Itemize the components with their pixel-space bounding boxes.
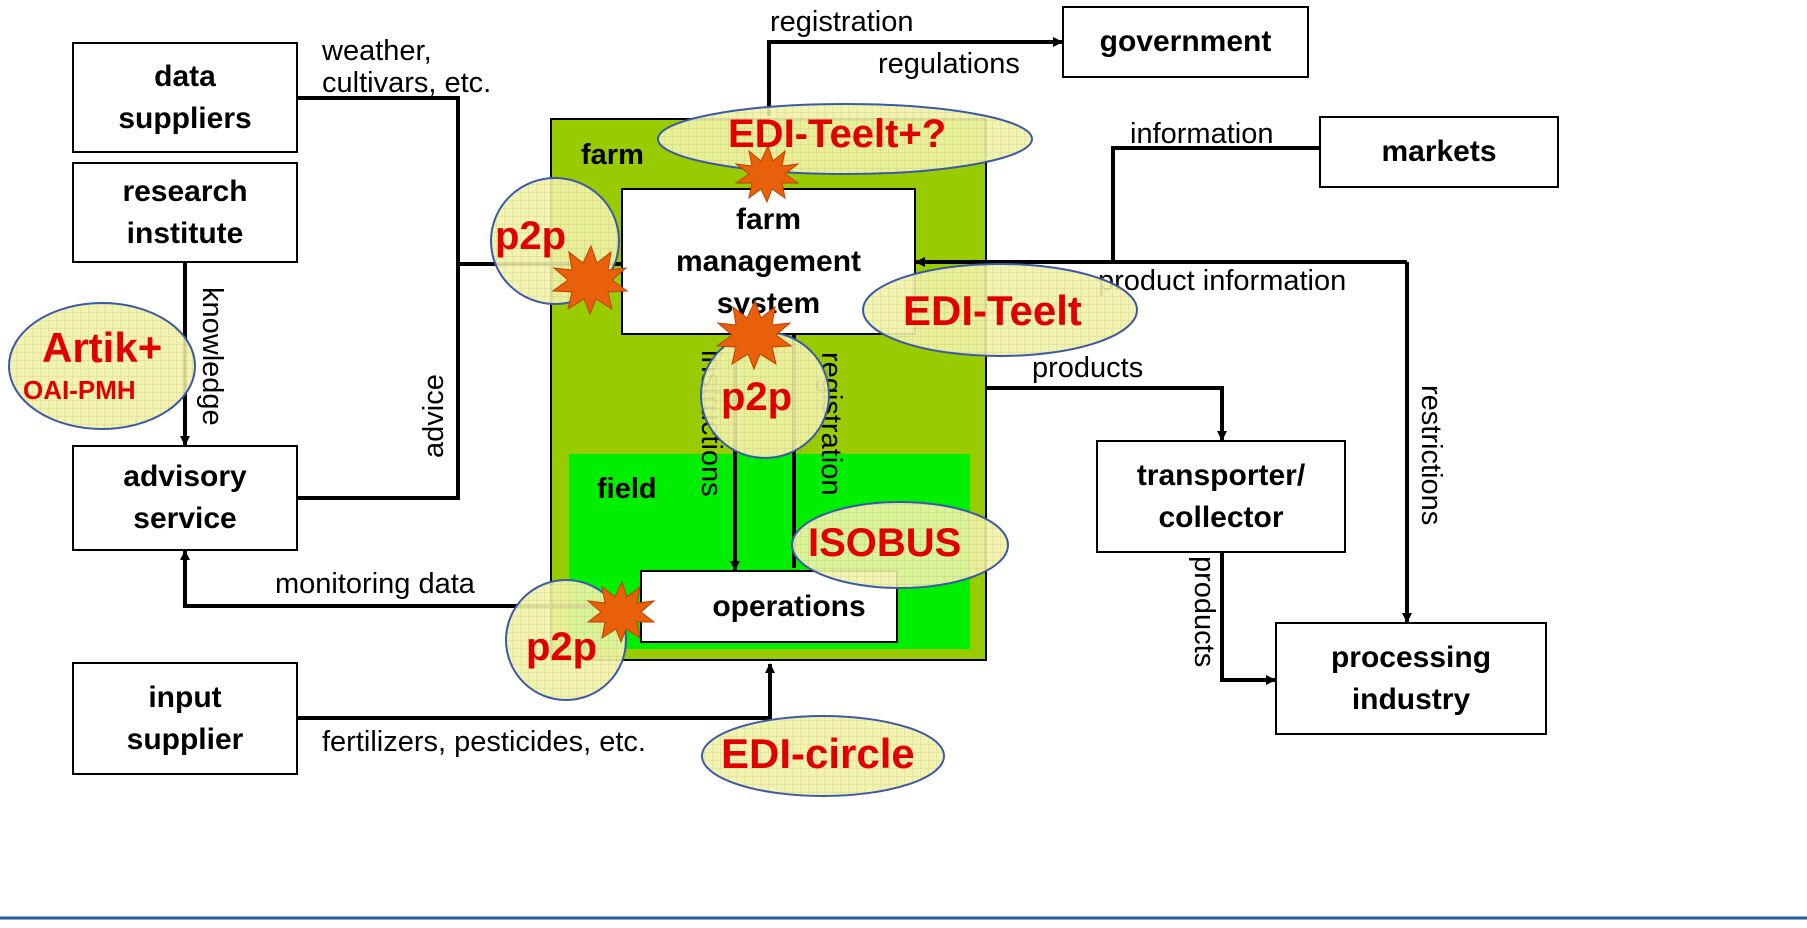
government-box: government (1062, 6, 1309, 78)
starburst-left (551, 244, 629, 316)
products-to-transporter-line (987, 386, 1227, 441)
monitoring-data-line (180, 550, 640, 608)
p2p-fms-label: p2p (495, 214, 567, 258)
farm-management-system-box: farm management system (621, 188, 916, 335)
starburst-mid (715, 299, 793, 371)
farm-label: farm (581, 139, 644, 171)
isobus-label: ISOBUS (808, 521, 962, 565)
input-supplier-box: input supplier (72, 662, 298, 775)
oai-pmh-label: OAI-PMH (23, 375, 136, 405)
information-label: information (1130, 118, 1274, 150)
artik-plus-label: Artik+ (42, 324, 163, 371)
advisory-service-box: advisory service (72, 445, 298, 551)
products-right-label: products (1032, 352, 1144, 384)
registration-to-government-line (767, 37, 1063, 116)
isobus-ellipse (791, 501, 1009, 589)
processing-industry-box: processing industry (1275, 622, 1547, 735)
markets-information-line (1111, 146, 1319, 262)
monitoring-data-label: monitoring data (275, 568, 475, 600)
p2p-ops-label: p2p (526, 625, 598, 669)
edi-teelt-plus-label: EDI-Teelt+? (728, 112, 947, 156)
starburst-top (734, 144, 800, 204)
edi-teelt-label: EDI-Teelt (903, 287, 1082, 334)
fertilizers-line (296, 663, 775, 720)
transporter-collector-box: transporter/ collector (1096, 440, 1346, 553)
p2p-ops-ellipse (505, 579, 627, 701)
fertilizers-label: fertilizers, pesticides, etc. (322, 726, 646, 758)
product-information-label: product information (1098, 265, 1347, 297)
edi-circle-ellipse (701, 715, 945, 797)
products-to-processing-line (1220, 553, 1276, 685)
markets-box: markets (1319, 116, 1559, 188)
edi-teelt-ellipse (862, 263, 1138, 357)
starburst-ops (586, 580, 656, 644)
weather-line (296, 96, 460, 500)
research-institute-box: research institute (72, 162, 298, 263)
data-suppliers-box: data suppliers (72, 42, 298, 153)
field-label: field (597, 473, 657, 505)
p2p-mid-label: p2p (721, 375, 793, 419)
edi-circle-label: EDI-circle (721, 730, 915, 777)
registration-top-label: registration (770, 6, 914, 38)
weather-label: weather, cultivars, etc. (322, 35, 492, 99)
regulations-label: regulations (878, 48, 1020, 80)
artik-ellipse (8, 302, 196, 430)
